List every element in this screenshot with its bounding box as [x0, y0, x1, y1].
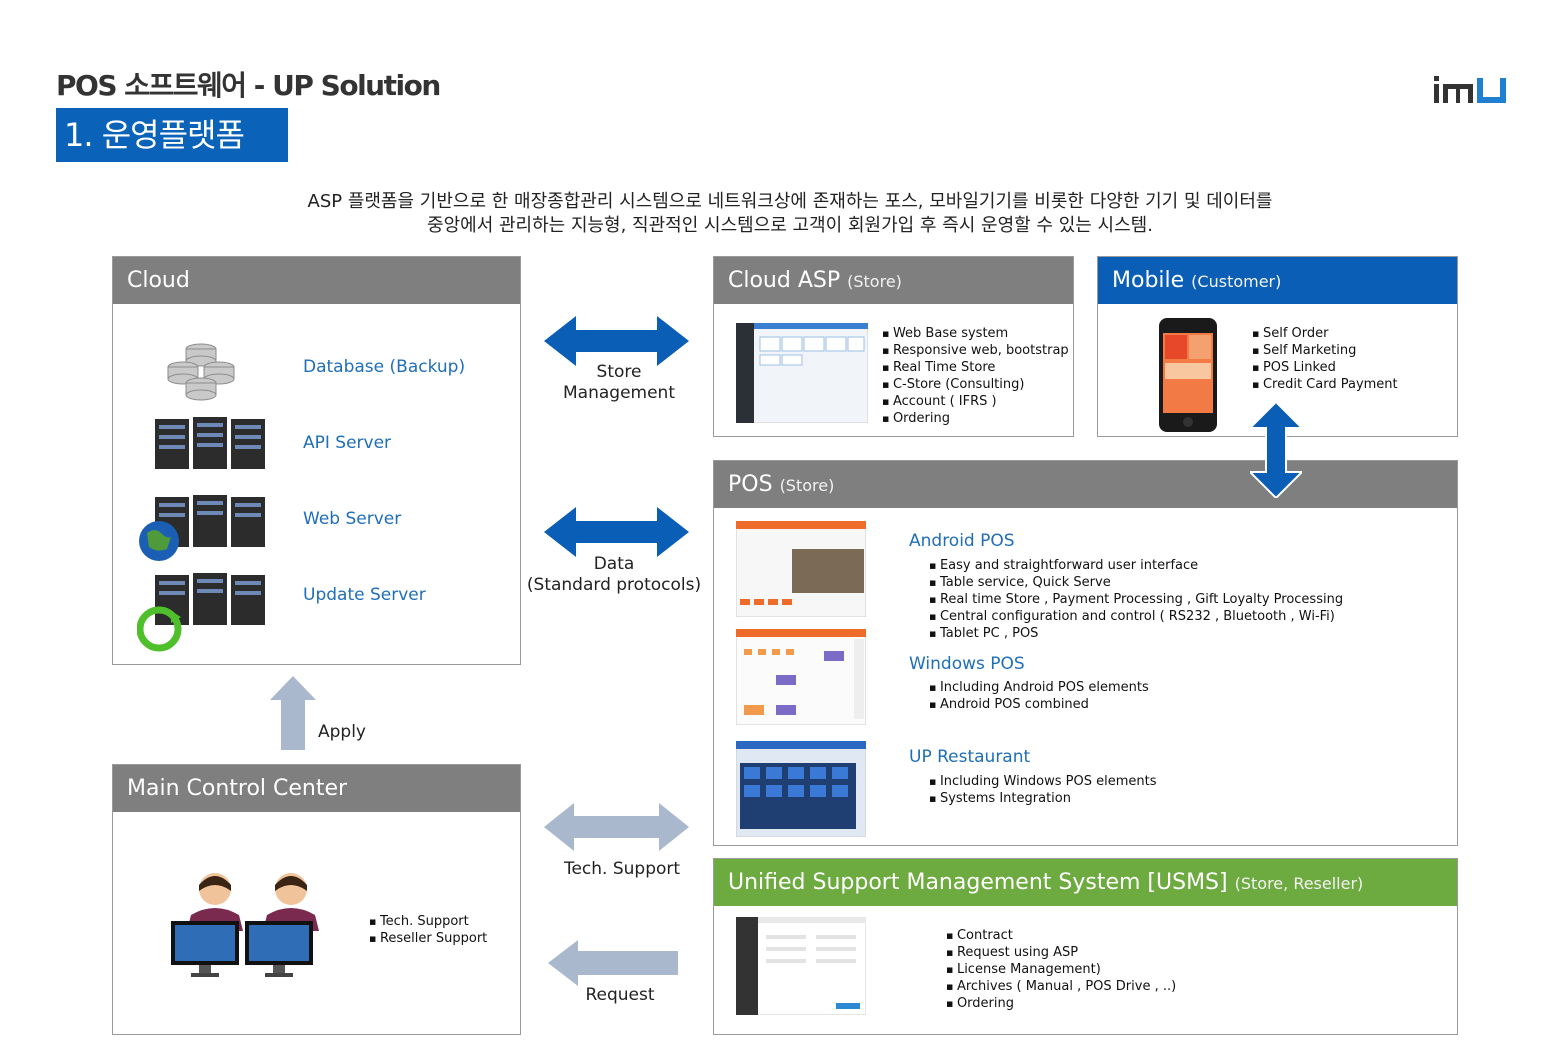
intro-line-2: 중앙에서 관리하는 지능형, 직관적인 시스템으로 고객이 회원가입 후 즉시 …	[427, 215, 1153, 236]
support-staff-icon	[171, 873, 319, 977]
cloud-item-api-server: API Server	[303, 433, 392, 453]
data-double-arrow	[544, 507, 689, 557]
android-pos-features: Easy and straightforward user interface …	[929, 557, 1343, 642]
windows-pos-title: Windows POS	[909, 654, 1025, 674]
cloud-item-web-server: Web Server	[303, 509, 402, 529]
intro-line-1: ASP 플랫폼을 기반으로 한 매장종합관리 시스템으로 네트워크상에 존재하는…	[307, 191, 1273, 212]
web-server-icon	[139, 495, 265, 561]
database-icon	[167, 343, 235, 401]
cloud-item-database: Database (Backup)	[303, 357, 466, 377]
cloud-header: Cloud	[113, 257, 520, 304]
api-server-icon	[155, 417, 265, 469]
data-label: Data (Standard protocols)	[526, 554, 702, 595]
request-left-arrow	[548, 940, 678, 986]
cloud-asp-features: Web Base system Responsive web, bootstra…	[882, 325, 1069, 427]
cloud-asp-header: Cloud ASP (Store)	[714, 257, 1073, 304]
main-control-center-box: Main Control Center Tech. Support Resell…	[112, 764, 521, 1035]
usms-box: Unified Support Management System [USMS]…	[713, 858, 1458, 1035]
cloud-item-update-server: Update Server	[303, 585, 426, 605]
request-label: Request	[585, 985, 655, 1005]
usms-header: Unified Support Management System [USMS]…	[714, 859, 1457, 906]
store-management-double-arrow	[544, 316, 689, 366]
smartphone-icon	[1159, 318, 1217, 432]
up-restaurant-title: UP Restaurant	[909, 747, 1031, 767]
cloud-box: Cloud Database (Backup) API Server Web S…	[112, 256, 521, 665]
windows-pos-screenshot	[736, 629, 866, 725]
usms-features: Contract Request using ASP License Manag…	[946, 927, 1176, 1012]
cloud-asp-screenshot	[736, 323, 868, 423]
usms-screenshot	[736, 917, 866, 1015]
update-server-icon	[137, 573, 265, 652]
section-title: 1. 운영플랫폼	[56, 108, 288, 162]
intro-text: ASP 플랫폼을 기반으로 한 매장종합관리 시스템으로 네트워크상에 존재하는…	[120, 190, 1460, 238]
windows-pos-features: Including Android POS elements Android P…	[929, 679, 1149, 713]
mobile-box: Mobile (Customer) Self Order Self Market…	[1097, 256, 1458, 437]
apply-label: Apply	[318, 722, 366, 742]
mobile-header: Mobile (Customer)	[1098, 257, 1457, 304]
tech-support-label: Tech. Support	[563, 859, 681, 879]
tech-support-double-arrow	[544, 803, 689, 851]
android-pos-screenshot	[736, 521, 866, 617]
apply-up-arrow	[270, 676, 316, 750]
imu-logo	[1434, 76, 1506, 103]
up-restaurant-features: Including Windows POS elements Systems I…	[929, 773, 1157, 807]
cloud-asp-box: Cloud ASP (Store) Web Base system Respon…	[713, 256, 1074, 437]
mobile-features: Self Order Self Marketing POS Linked Cre…	[1252, 325, 1398, 393]
mcc-features: Tech. Support Reseller Support	[369, 913, 487, 947]
mcc-header: Main Control Center	[113, 765, 520, 812]
up-restaurant-screenshot	[736, 741, 866, 837]
android-pos-title: Android POS	[909, 531, 1015, 551]
page-title: POS 소프트웨어 - UP Solution	[56, 69, 441, 102]
store-management-label: Store Management	[563, 362, 675, 403]
pos-header: POS (Store)	[714, 461, 1457, 508]
mobile-pos-vertical-arrow	[1250, 402, 1302, 498]
pos-box: POS (Store) Android POS Easy and straigh…	[713, 460, 1458, 846]
